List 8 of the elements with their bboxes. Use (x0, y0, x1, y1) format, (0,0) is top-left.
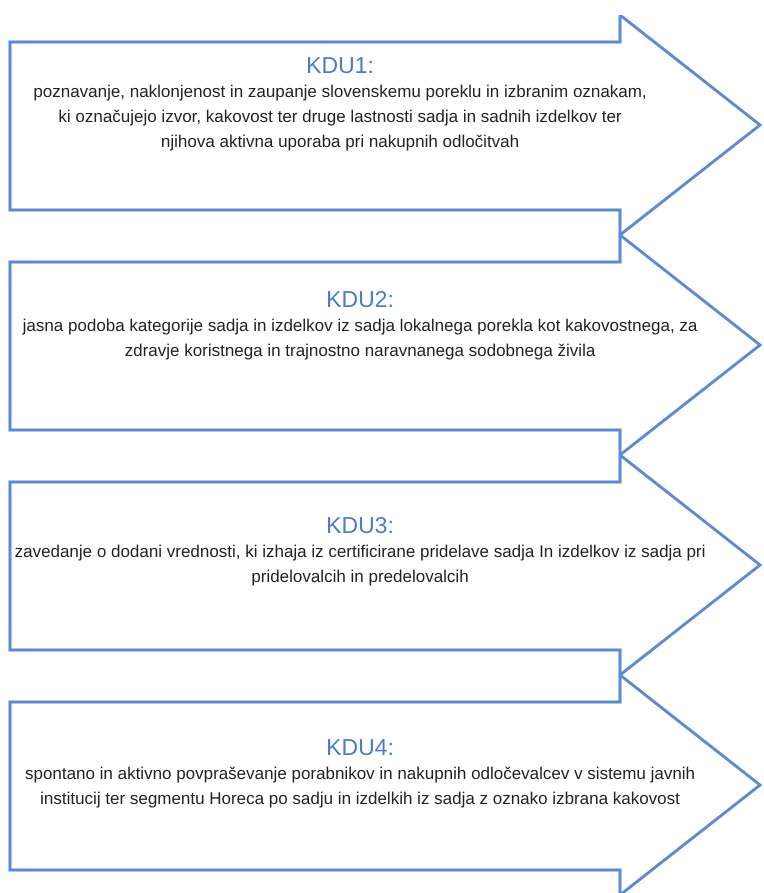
heading: KDU3: (326, 511, 394, 539)
heading: KDU2: (326, 285, 394, 313)
description: zavedanje o dodani vrednosti, ki izhaja iz certificirane pridelave sadja In izdelkov iz sadja pri pridelovalcih in predelovalcih (14, 541, 706, 588)
description: spontano in aktivno povpraševanje porabnikov in nakupnih odločevalcev v sistemu javnih institucij ter segmentu Horeca po sadju in izdelkih iz sadja z oznako izbrana kakovost (24, 763, 696, 810)
description: jasna podoba kategorije sadja in izdelkov iz sadja lokalnega porekla kot kakovostnega, za zdravje koristnega in trajnostno naravnanega sodobnega živila (21, 315, 698, 362)
heading: KDU4: (326, 733, 394, 761)
description: poznavanje, naklonjenost in zaupanje slovenskemu poreklu in izbranim oznakam, ki označujejo izvor, kakovost ter druge lastnosti sadja in sadnih izdelkov ter njihova aktivna uporaba pri nakupnih odločitvah (32, 81, 648, 153)
heading: KDU1: (306, 51, 374, 79)
